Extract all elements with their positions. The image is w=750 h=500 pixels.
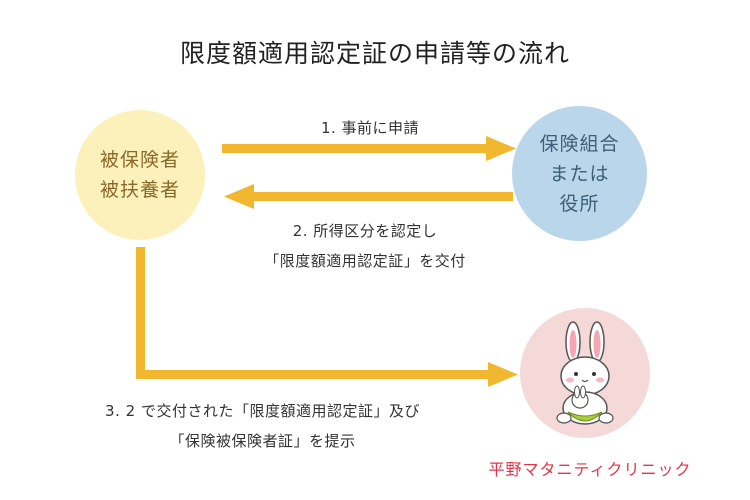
step-1-label: 1. 事前に申請 (320, 119, 420, 137)
insurer-label-3: 役所 (559, 192, 600, 215)
step-3-line-2: 「保険被保険者証」を提示 (169, 432, 356, 450)
insurer-label-1: 保険組合 (539, 132, 620, 155)
arrow-request (222, 136, 516, 161)
step-2-label: 2. 所得区分を認定し 「限度額適用認定証」を交付 (215, 216, 515, 276)
insured-label-2: 被扶養者 (99, 179, 180, 201)
insured-label-1: 被保険者 (99, 149, 180, 171)
insurer-label-2: または (549, 162, 610, 185)
clinic-name: 平野マタニティクリニック (488, 460, 692, 479)
step-3-label: 3. 2 で交付された「限度額適用認定証」及び 「保険被保険者証」を提示 (40, 396, 485, 456)
insured-circle: 被保険者 被扶養者 (75, 110, 205, 240)
step-2-line-2: 「限度額適用認定証」を交付 (264, 252, 466, 270)
step-3-line-1: 3. 2 で交付された「限度額適用認定証」及び (105, 402, 420, 420)
arrow-issue (224, 184, 513, 209)
rabbit-mascot-icon (556, 321, 614, 425)
step-2-line-1: 2. 所得区分を認定し (292, 222, 438, 240)
page-title: 限度額適用認定証の申請等の流れ (179, 39, 570, 68)
arrow-present (136, 247, 518, 387)
insurer-circle: 保険組合 または 役所 (512, 106, 647, 241)
